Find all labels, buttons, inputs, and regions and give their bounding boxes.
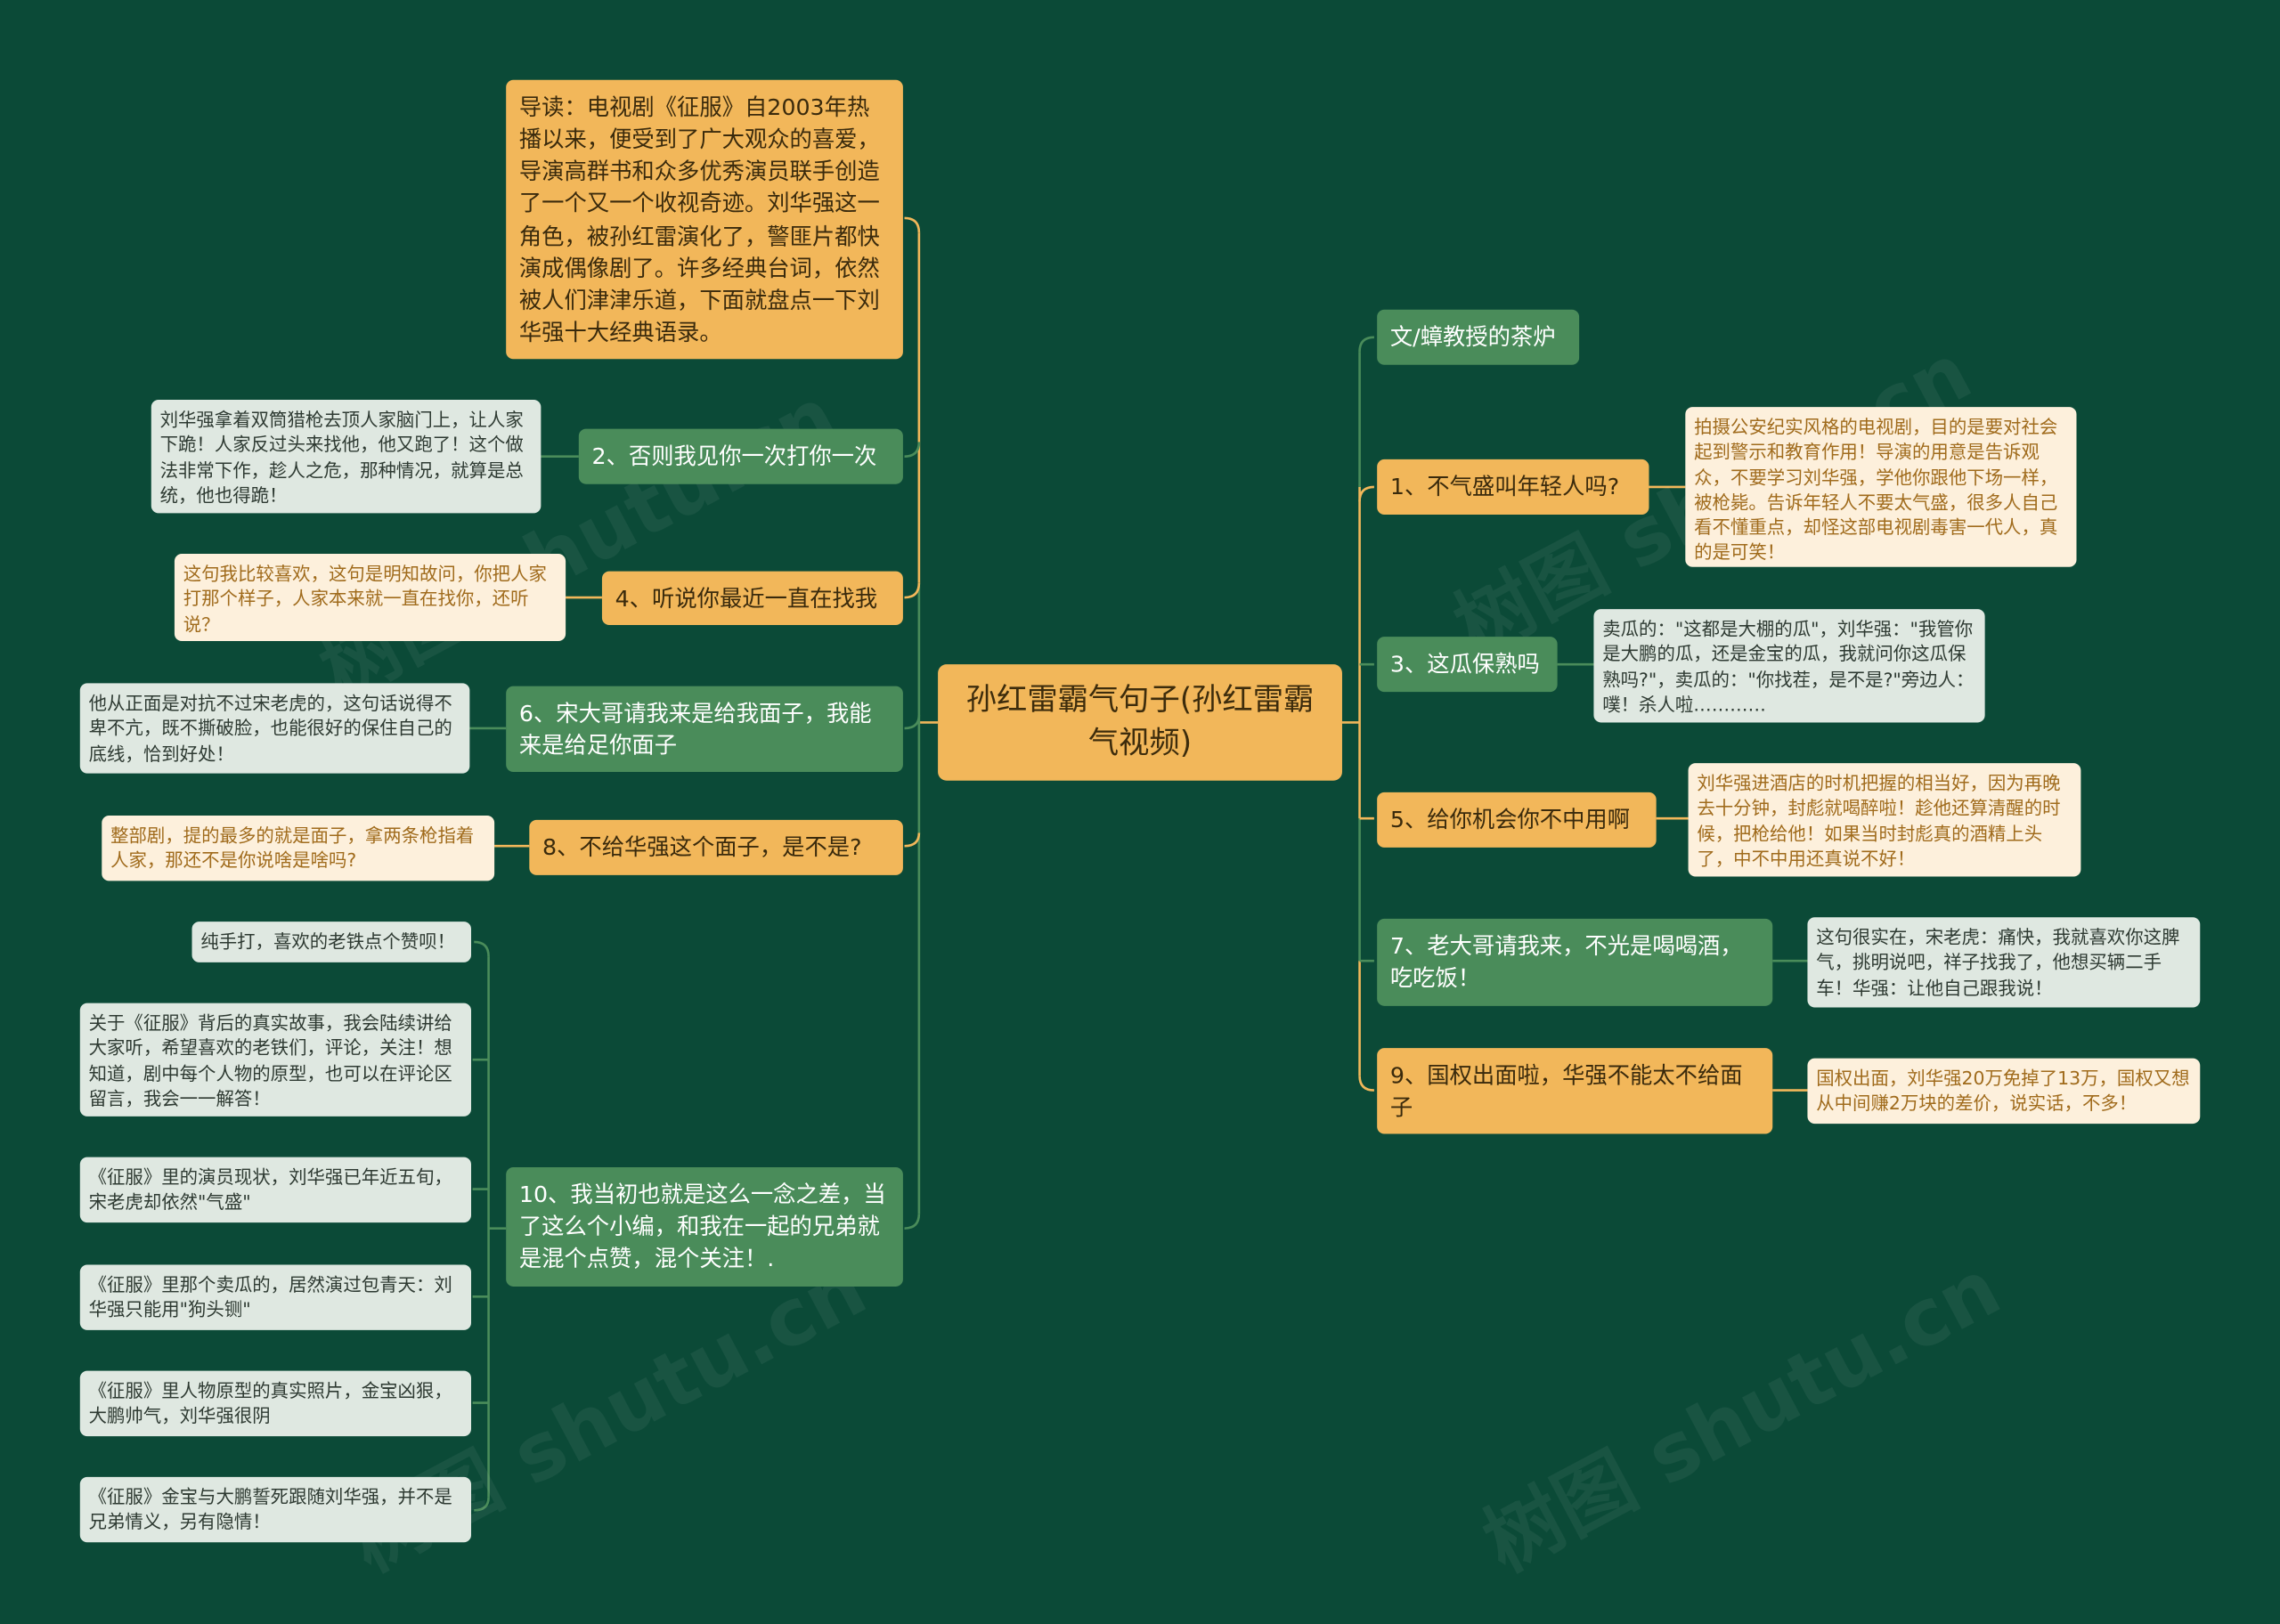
branch-3[interactable]: 3、这瓜保熟吗 <box>1377 637 1558 693</box>
leaf-10-4[interactable]: 《征服》里那个卖瓜的，居然演过包青天：刘华强只能用"狗头铡" <box>79 1264 471 1330</box>
leaf-6[interactable]: 他从正面是对抗不过宋老虎的，这句话说得不卑不亢，既不撕破脸，也能很好的保住自己的… <box>79 683 470 774</box>
branch-2[interactable]: 2、否则我见你一次打你一次 <box>578 428 903 484</box>
branch-4[interactable]: 4、听说你最近一直在找我 <box>601 571 903 626</box>
leaf-10-2[interactable]: 关于《征服》背后的真实故事，我会陆续讲给大家听，希望喜欢的老铁们，评论，关注！想… <box>79 1003 471 1116</box>
intro-node[interactable]: 导读：电视剧《征服》自2003年热播以来，便受到了广大观众的喜爱，导演高群书和众… <box>506 79 903 360</box>
leaf-4[interactable]: 这句我比较喜欢，这句是明知故问，你把人家打那个样子，人家本来就一直在找你，还听说… <box>174 554 566 642</box>
leaf-10-6[interactable]: 《征服》金宝与大鹏誓死跟随刘华强，并不是兄弟情义，另有隐情！ <box>79 1476 471 1543</box>
leaf-3[interactable]: 卖瓜的："这都是大棚的瓜"，刘华强："我管你是大鹏的瓜，还是金宝的瓜，我就问你这… <box>1593 609 1985 723</box>
author-node[interactable]: 文/蟑教授的茶炉 <box>1377 309 1580 365</box>
branch-10[interactable]: 10、我当初也就是这么一念之差，当了这么个小编，和我在一起的兄弟就是混个点赞，混… <box>506 1167 903 1287</box>
leaf-7[interactable]: 这句很实在，宋老虎：痛快，我就喜欢你这脾气，挑明说吧，祥子找我了，他想买辆二手车… <box>1807 917 2201 1008</box>
leaf-8[interactable]: 整部剧，提的最多的就是面子，拿两条枪指着人家，那还不是你说啥是啥吗? <box>102 815 495 881</box>
branch-1[interactable]: 1、不气盛叫年轻人吗? <box>1377 459 1649 515</box>
leaf-2[interactable]: 刘华强拿着双筒猎枪去顶人家脑门上，让人家下跪！人家反过头来找他，他又跑了！这个做… <box>151 399 542 514</box>
leaf-10-1[interactable]: 纯手打，喜欢的老铁点个赞呗！ <box>191 922 471 962</box>
branch-7[interactable]: 7、老大哥请我来，不光是喝喝酒，吃吃饭！ <box>1377 918 1773 1006</box>
branch-9[interactable]: 9、国权出面啦，华强不能太不给面子 <box>1377 1048 1773 1134</box>
leaf-10-3[interactable]: 《征服》里的演员现状，刘华强已年近五旬，宋老虎却依然"气盛" <box>79 1157 471 1223</box>
leaf-10-5[interactable]: 《征服》里人物原型的真实照片，金宝凶狠，大鹏帅气，刘华强很阴 <box>79 1370 471 1437</box>
leaf-5[interactable]: 刘华强进酒店的时机把握的相当好，因为再晚去十分钟，封彪就喝醉啦！趁他还算清醒的时… <box>1688 763 2081 877</box>
root-topic[interactable]: 孙红雷霸气句子(孙红雷霸气视频) <box>938 664 1342 781</box>
branch-6[interactable]: 6、宋大哥请我来是给我面子，我能来是给足你面子 <box>506 686 903 772</box>
branch-5[interactable]: 5、给你机会你不中用啊 <box>1377 792 1657 848</box>
leaf-1[interactable]: 拍摄公安纪实风格的电视剧，目的是要对社会起到警示和教育作用！导演的用意是告诉观众… <box>1685 407 2077 567</box>
branch-8[interactable]: 8、不给华强这个面子，是不是? <box>529 819 903 875</box>
leaf-9[interactable]: 国权出面，刘华强20万免掉了13万，国权又想从中间赚2万块的差价，说实话，不多！ <box>1807 1058 2201 1125</box>
